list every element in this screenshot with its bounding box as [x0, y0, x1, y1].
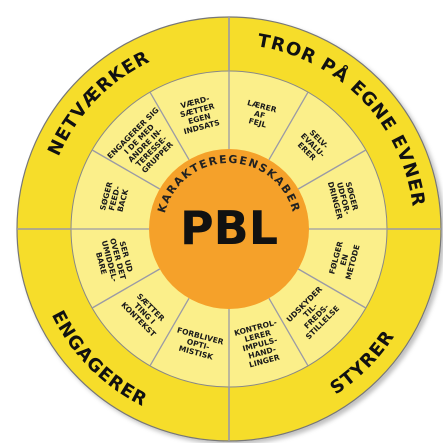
center-circle — [149, 149, 309, 309]
segment-ser-ud-over-det-umiddelbare: SER UDOVER DETUMIDDEL-BARE — [91, 235, 136, 286]
segment-divider — [297, 268, 367, 309]
segment-line: AF — [253, 109, 266, 121]
category-dividers — [17, 17, 441, 441]
segment-divider — [149, 91, 190, 161]
segment-divider — [268, 91, 309, 161]
segment-forbliver-optimistisk: FORBLIVEROPTI-MISTISK — [172, 326, 225, 364]
segment-dividers — [71, 71, 387, 387]
center-title: PBL — [180, 201, 278, 255]
segment-divider — [91, 149, 161, 190]
segment-line: EN — [339, 253, 351, 266]
segment-divider — [297, 149, 367, 190]
segment-divider — [268, 297, 309, 367]
segment-divider — [91, 268, 161, 309]
segment-divider — [149, 297, 190, 367]
segment-selvevaluerer: SELV-EVALU-ERER — [293, 125, 333, 165]
